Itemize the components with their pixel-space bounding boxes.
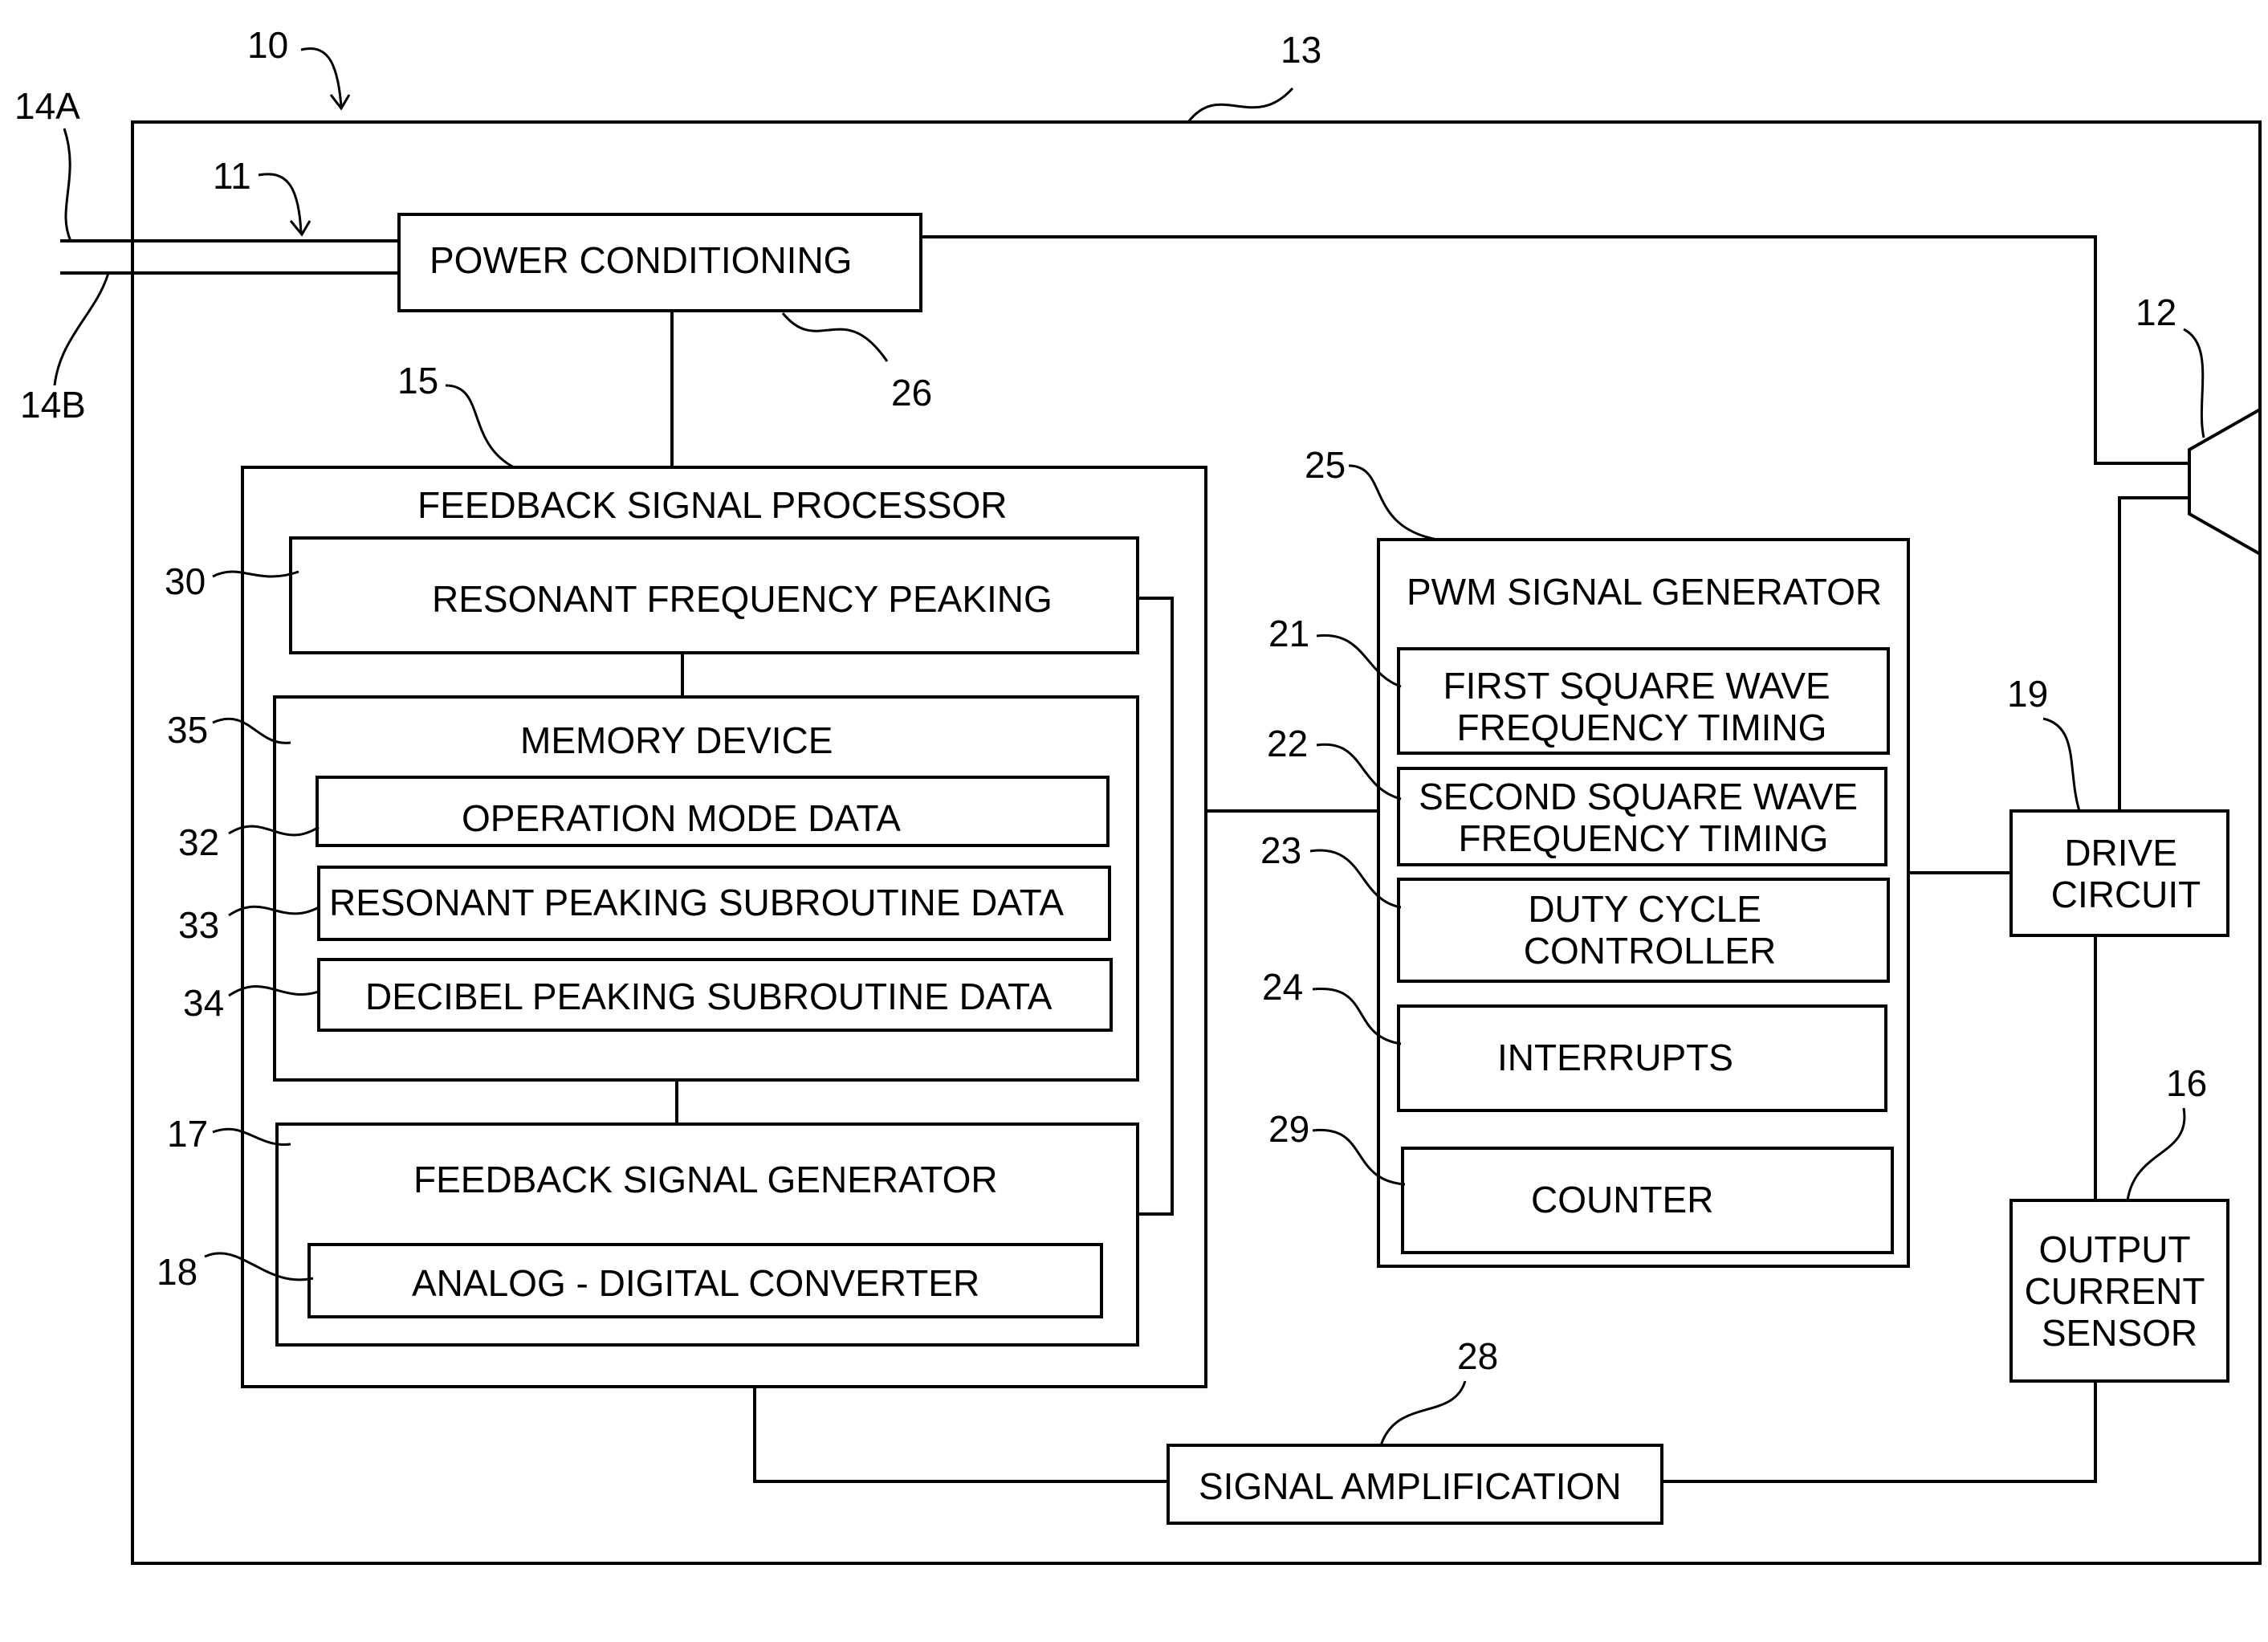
- duty-cycle-controller-line1: DUTY CYCLE: [1528, 888, 1761, 930]
- ref-16: 16: [2166, 1062, 2207, 1104]
- ref-28: 28: [1457, 1335, 1498, 1377]
- ref-12: 12: [2136, 291, 2176, 333]
- ref-34: 34: [183, 982, 224, 1024]
- duty-cycle-controller-label: DUTY CYCLE CONTROLLER: [1524, 888, 1776, 972]
- leader-10: [301, 49, 341, 106]
- resonant-peaking-subroutine-label: RESONANT PEAKING SUBROUTINE DATA: [329, 882, 1064, 923]
- memory-device-label: MEMORY DEVICE: [520, 719, 833, 761]
- ref-35: 35: [167, 709, 208, 751]
- first-square-wave-line1: FIRST SQUARE WAVE: [1443, 665, 1830, 707]
- ref-24: 24: [1262, 966, 1303, 1008]
- ref-19: 19: [2007, 673, 2048, 715]
- feedback-signal-processor-label: FEEDBACK SIGNAL PROCESSOR: [417, 484, 1007, 526]
- operation-mode-data-label: OPERATION MODE DATA: [462, 797, 901, 839]
- feedback-signal-generator-label: FEEDBACK SIGNAL GENERATOR: [413, 1159, 998, 1200]
- first-square-wave-label: FIRST SQUARE WAVE FREQUENCY TIMING: [1443, 665, 1841, 748]
- second-square-wave-line2: FREQUENCY TIMING: [1459, 817, 1829, 859]
- output-current-sensor-line3: SENSOR: [2042, 1312, 2197, 1354]
- drive-circuit-label: DRIVE CIRCUIT: [2051, 832, 2201, 915]
- output-current-sensor-line1: OUTPUT: [2038, 1228, 2190, 1270]
- ref-15: 15: [397, 360, 438, 401]
- counter-label: COUNTER: [1531, 1179, 1713, 1220]
- resonant-frequency-peaking-label: RESONANT FREQUENCY PEAKING: [432, 578, 1053, 620]
- drive-circuit-line2: CIRCUIT: [2051, 874, 2201, 915]
- duty-cycle-controller-line2: CONTROLLER: [1524, 930, 1776, 972]
- ref-32: 32: [178, 821, 219, 863]
- ref-14b: 14B: [20, 384, 86, 426]
- second-square-wave-line1: SECOND SQUARE WAVE: [1419, 776, 1858, 817]
- ref-18: 18: [157, 1251, 197, 1293]
- leader-14b: [55, 273, 108, 385]
- ref-23: 23: [1260, 829, 1301, 871]
- ref-10: 10: [247, 24, 288, 66]
- output-current-sensor-line2: CURRENT: [2025, 1270, 2205, 1312]
- second-square-wave-label: SECOND SQUARE WAVE FREQUENCY TIMING: [1419, 776, 1868, 859]
- analog-digital-converter-label: ANALOG - DIGITAL CONVERTER: [412, 1262, 979, 1304]
- ref-25: 25: [1305, 444, 1346, 486]
- drive-circuit-line1: DRIVE: [2064, 832, 2177, 874]
- ref-11: 11: [213, 155, 251, 197]
- ref-21: 21: [1268, 613, 1309, 654]
- power-conditioning-label: POWER CONDITIONING: [430, 239, 852, 281]
- ref-26: 26: [891, 372, 932, 414]
- output-current-sensor-label: OUTPUT CURRENT SENSOR: [2025, 1228, 2215, 1354]
- signal-amplification-label: SIGNAL AMPLIFICATION: [1199, 1465, 1622, 1507]
- pwm-signal-generator-label: PWM SIGNAL GENERATOR: [1407, 571, 1882, 613]
- decibel-peaking-subroutine-label: DECIBEL PEAKING SUBROUTINE DATA: [365, 976, 1053, 1017]
- first-square-wave-line2: FREQUENCY TIMING: [1457, 707, 1827, 748]
- ref-22: 22: [1267, 723, 1308, 764]
- ref-29: 29: [1268, 1108, 1309, 1150]
- interrupts-label: INTERRUPTS: [1497, 1037, 1733, 1078]
- leader-13: [1188, 88, 1293, 122]
- ref-33: 33: [178, 904, 219, 946]
- leader-14a: [64, 128, 71, 241]
- ref-14a: 14A: [14, 85, 80, 127]
- ref-30: 30: [165, 560, 206, 602]
- ref-13: 13: [1281, 29, 1321, 71]
- ref-17: 17: [167, 1113, 208, 1155]
